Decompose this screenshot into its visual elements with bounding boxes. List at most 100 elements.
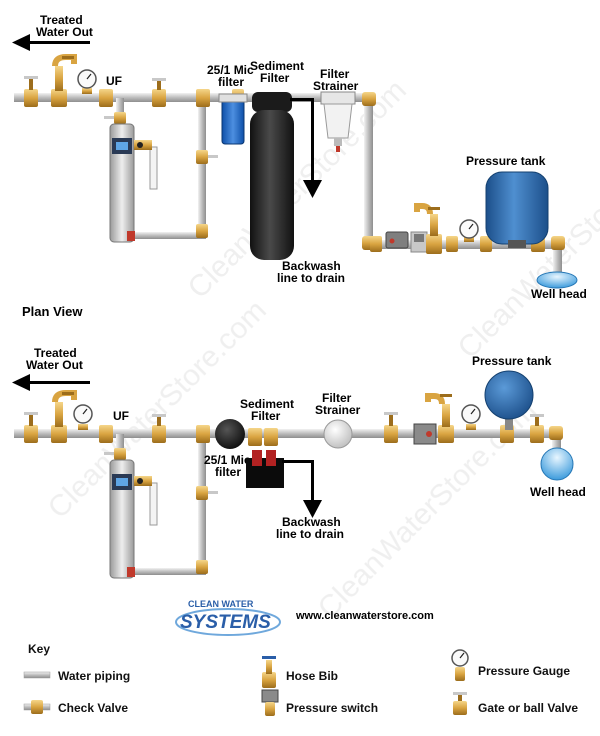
top-diagram: Treated Water Out xyxy=(12,13,587,301)
backwash-label-line1: Backwash xyxy=(282,515,341,529)
gate-valve-icon xyxy=(24,412,38,443)
pressure-tank-label: Pressure tank xyxy=(466,154,546,168)
well-riser-pipe xyxy=(553,244,562,274)
mic-label-line1: 25/1 Mic xyxy=(204,453,251,467)
check-valve-icon xyxy=(99,425,113,443)
key-label-pressure-switch: Pressure switch xyxy=(286,701,378,715)
treated-label-line1: Treated xyxy=(34,346,77,360)
pressure-switch-icon xyxy=(385,231,409,249)
backwash-label: Backwash line to drain xyxy=(277,259,345,285)
pressure-gauge-icon xyxy=(77,69,97,94)
gate-valve-icon xyxy=(24,76,38,107)
gate-valve-icon xyxy=(410,231,428,253)
strainer-label-line1: Filter xyxy=(320,67,350,81)
uf-return-pipe xyxy=(198,98,206,238)
mic-filter xyxy=(218,93,248,145)
sediment-label-line2: Filter xyxy=(251,409,281,423)
gate-valve-icon xyxy=(104,112,126,124)
strainer-label-line2: Strainer xyxy=(313,79,359,93)
mic-label-line2: filter xyxy=(215,465,241,479)
treated-label-line2: Water Out xyxy=(36,25,93,39)
watermark-text: CleanWaterStore.com xyxy=(452,134,600,365)
hose-bib-icon xyxy=(262,656,276,688)
key-label-check-valve: Check Valve xyxy=(58,701,128,715)
pressure-tank-label: Pressure tank xyxy=(472,354,552,368)
uf-unit xyxy=(109,123,152,243)
well-head xyxy=(540,447,574,481)
sediment-filter-tank xyxy=(246,428,284,488)
key-label-gate-valve: Gate or ball Valve xyxy=(478,701,578,715)
sediment-label-line1: Sediment xyxy=(240,397,294,411)
uf-side-pipe xyxy=(149,146,158,190)
mic-filter-label: 25/1 Mic filter xyxy=(204,453,254,479)
gate-valve-icon xyxy=(384,412,398,443)
gate-valve-icon xyxy=(530,414,544,443)
pressure-tank xyxy=(484,370,534,430)
hose-bib-icon xyxy=(51,54,77,107)
strainer-label-line2: Strainer xyxy=(315,403,361,417)
vertical-pipe xyxy=(364,98,373,244)
hose-bib-icon xyxy=(414,203,442,254)
treated-water-out-arrow xyxy=(12,374,90,391)
well-head-label: Well head xyxy=(531,287,587,301)
hose-bib-icon xyxy=(51,390,77,443)
main-pipe xyxy=(14,93,372,102)
backwash-arrow xyxy=(290,98,322,198)
gate-valve-icon xyxy=(196,560,208,574)
brand-logo: CLEAN WATER SYSTEMS xyxy=(175,599,281,636)
check-valve-icon xyxy=(99,89,113,107)
mic-label-line1: 25/1 Mic xyxy=(207,63,254,77)
sediment-filter-tank xyxy=(250,92,294,260)
pressure-gauge-icon xyxy=(459,219,479,242)
uf-unit xyxy=(109,459,152,579)
backwash-label-line1: Backwash xyxy=(282,259,341,273)
key-title: Key xyxy=(28,642,50,656)
pressure-gauge-icon xyxy=(73,404,93,430)
plan-view-title: Plan View xyxy=(22,304,83,319)
backwash-label-line2: line to drain xyxy=(277,271,345,285)
filter-strainer-label: Filter Strainer xyxy=(315,391,361,417)
brand-line1: CLEAN WATER xyxy=(188,599,254,609)
uf-bypass-pipe xyxy=(116,434,124,456)
mic-label-line2: filter xyxy=(218,75,244,89)
pressure-tank xyxy=(485,171,549,248)
strainer-label-line1: Filter xyxy=(322,391,352,405)
gate-valve-icon xyxy=(453,692,467,715)
uf-side-pipe xyxy=(149,482,158,526)
uf-bottom-pipe xyxy=(132,568,206,575)
backwash-label-line2: line to drain xyxy=(276,527,344,541)
uf-bottom-pipe xyxy=(132,232,206,239)
treated-label-line2: Water Out xyxy=(26,358,83,372)
website-url: www.cleanwaterstore.com xyxy=(295,610,434,622)
treated-water-out-label: Treated Water Out xyxy=(36,13,93,39)
gate-valve-icon xyxy=(104,448,126,460)
mic-filter xyxy=(215,419,245,449)
plan-diagram: Treated Water Out UF xyxy=(12,346,586,579)
treated-label-line1: Treated xyxy=(40,13,83,27)
gate-valve-icon xyxy=(196,224,208,238)
check-valve-icon xyxy=(480,236,492,252)
gate-valve-icon xyxy=(152,414,166,443)
check-valve-icon xyxy=(23,700,51,714)
filter-strainer xyxy=(323,419,353,449)
pressure-gauge-icon xyxy=(451,649,469,681)
filter-strainer-label: Filter Strainer xyxy=(313,67,359,93)
well-riser-pipe xyxy=(552,433,561,459)
sediment-label-line2: Filter xyxy=(260,71,290,85)
filter-strainer xyxy=(320,91,356,152)
uf-label: UF xyxy=(106,74,122,88)
check-valve-icon xyxy=(446,236,458,252)
check-valve-icon xyxy=(370,236,382,252)
hose-bib-icon xyxy=(425,393,454,443)
treated-water-out-arrow xyxy=(12,34,90,51)
pressure-gauge-icon xyxy=(461,404,481,430)
uf-bypass-pipe xyxy=(116,98,124,120)
pressure-switch-icon xyxy=(413,423,437,445)
tank-line-pipe xyxy=(364,240,560,249)
key-label-water-piping: Water piping xyxy=(58,669,130,683)
sediment-filter-label: Sediment Filter xyxy=(240,397,297,423)
treated-water-out-label: Treated Water Out xyxy=(26,346,83,372)
uf-return-pipe xyxy=(198,434,206,574)
uf-label: UF xyxy=(113,409,129,423)
